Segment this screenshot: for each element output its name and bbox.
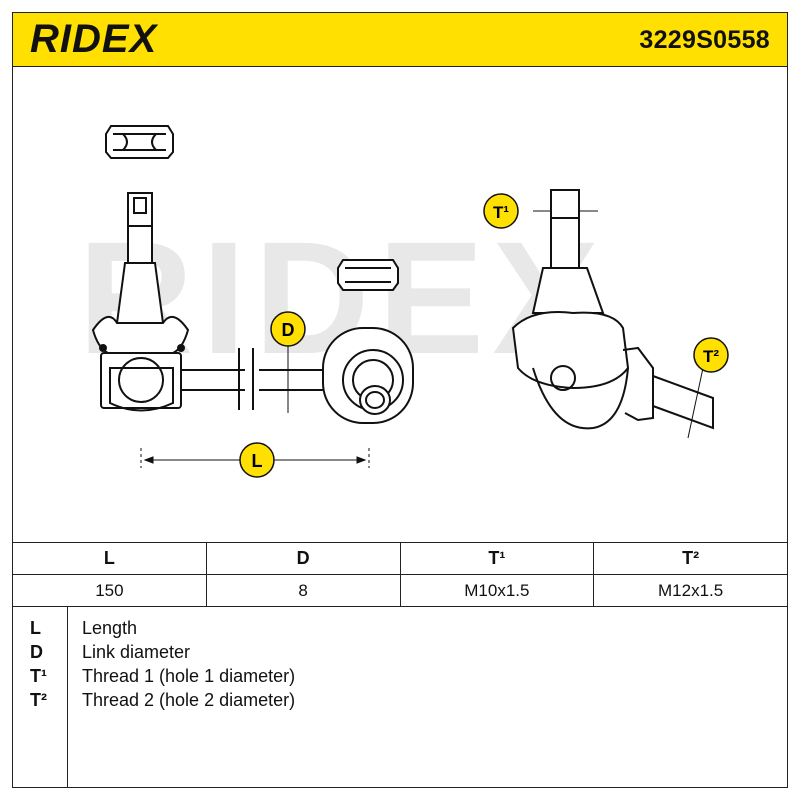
legend-desc: Thread 2 (hole 2 diameter) (82, 690, 296, 710)
spec-header: D (205, 542, 401, 575)
callout-D-label: D (282, 320, 295, 340)
spec-value: M12x1.5 (593, 574, 788, 607)
spec-value-row: 150 8 M10x1.5 M12x1.5 (12, 574, 788, 607)
link-eye (322, 327, 414, 424)
part-number: 3229S0558 (639, 26, 770, 54)
callout-L: L (239, 442, 275, 478)
callout-T2: T² (693, 337, 729, 373)
callout-T1: T¹ (483, 193, 519, 229)
legend-key: T¹ (30, 666, 47, 686)
logo-text: RIDEX (30, 18, 159, 58)
part-illustration (91, 125, 714, 430)
legend-desc: Length (82, 618, 138, 638)
legend: L Length D Link diameter T¹ Thread 1 (ho… (12, 606, 788, 788)
spec-value: M10x1.5 (399, 574, 595, 607)
legend-divider (67, 606, 68, 788)
spec-header: T¹ (399, 542, 595, 575)
spec-value: 150 (12, 574, 207, 607)
callout-T2-label: T² (703, 347, 719, 366)
callout-T1-label: T¹ (493, 203, 509, 222)
legend-desc: Thread 1 (hole 1 diameter) (82, 666, 296, 686)
callout-D: D (270, 311, 306, 347)
legend-row: L Length (12, 618, 788, 642)
nut-center (337, 259, 399, 291)
spec-header: L (12, 542, 207, 575)
legend-row: T² Thread 2 (hole 2 diameter) (12, 690, 788, 714)
legend-row: D Link diameter (12, 642, 788, 666)
ridex-logo: RIDEX (30, 18, 159, 58)
technical-drawing: RIDEX (78, 125, 729, 478)
legend-key: T² (30, 690, 47, 710)
spec-value: 8 (205, 574, 401, 607)
spec-header: T² (593, 542, 788, 575)
spec-table: L D T¹ T² 150 8 M10x1.5 M12x1.5 (12, 542, 788, 607)
spec-header-row: L D T¹ T² (12, 542, 788, 575)
left-joint (91, 192, 190, 412)
callout-L-label: L (252, 451, 263, 471)
nut-left (105, 125, 174, 159)
right-joint (511, 189, 714, 430)
legend-key: L (30, 618, 41, 638)
header-bar (12, 12, 788, 67)
legend-row: T¹ Thread 1 (hole 1 diameter) (12, 666, 788, 690)
legend-key: D (30, 642, 43, 662)
legend-desc: Link diameter (82, 642, 191, 662)
